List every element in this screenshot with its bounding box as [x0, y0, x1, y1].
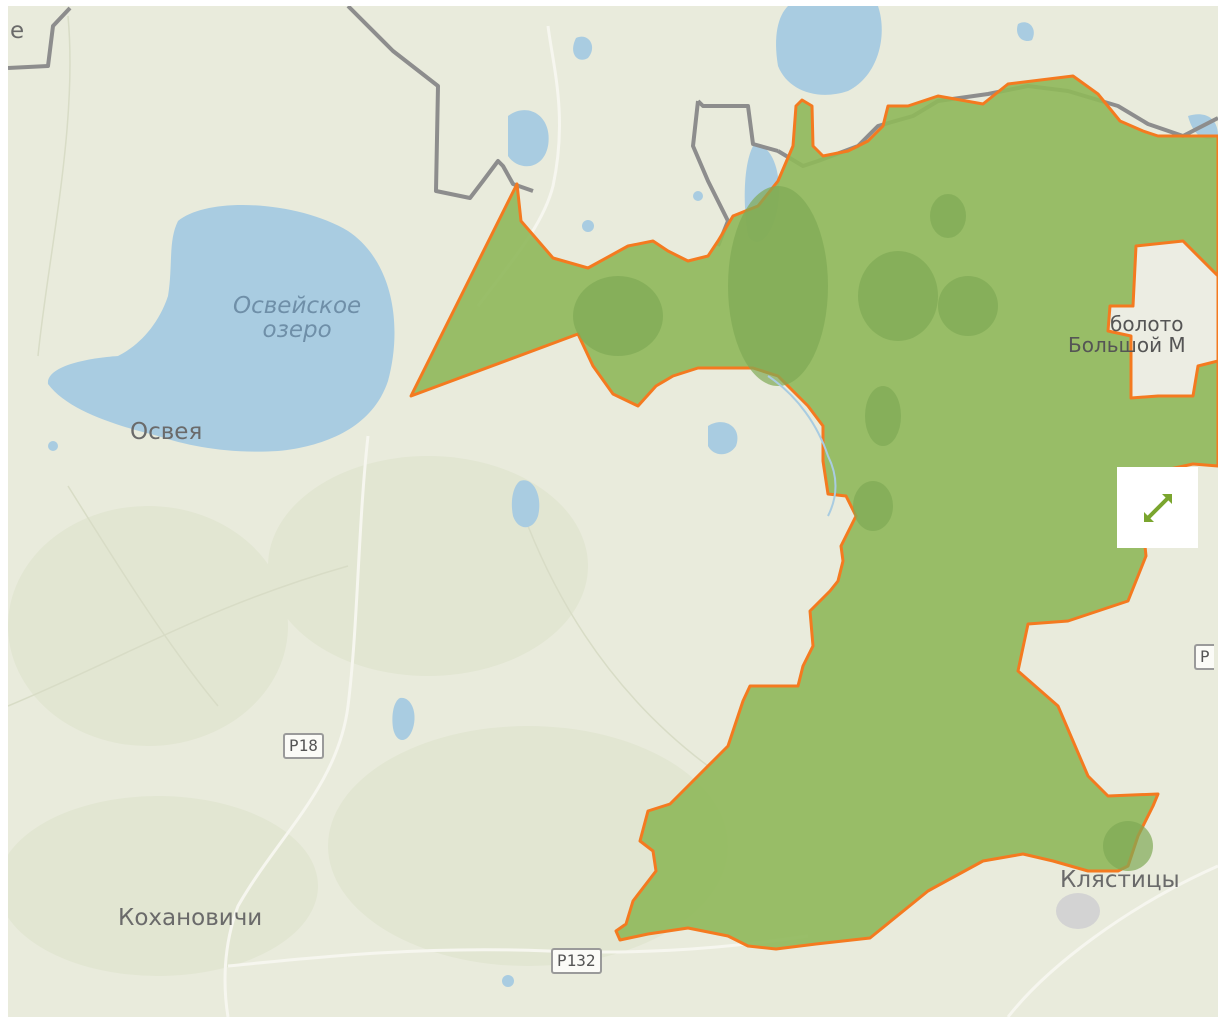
place-kokhanovichi: Кохановичи	[118, 905, 263, 931]
osveyskoe-lake	[47, 204, 395, 452]
forest-patches	[573, 186, 1153, 871]
lake-label-line-1: Освейское	[233, 293, 362, 319]
swamp-label: болото Большой М	[1068, 312, 1186, 356]
swamp-label-line-1: болото	[1110, 312, 1184, 336]
road-shield-partial: Р	[1194, 644, 1214, 670]
place-partial-left: e	[10, 18, 25, 44]
minor-roads	[223, 25, 1218, 1017]
lake-label-line-2: озеро	[262, 317, 332, 344]
river	[767, 375, 837, 517]
water-bodies	[47, 6, 1218, 987]
bog-enclave	[1106, 239, 1218, 400]
map-canvas[interactable]	[8, 6, 1218, 1017]
terrain-shading	[8, 456, 728, 976]
map-viewport[interactable]: Освейское озеро Освея Кохановичи Клястиц…	[8, 6, 1218, 1017]
road-shield-p18: Р18	[283, 733, 324, 759]
place-klyastitsy: Клястицы	[1060, 867, 1180, 893]
road-shield-p132: Р132	[551, 948, 602, 974]
town-area	[1056, 893, 1100, 929]
expand-map-button[interactable]	[1117, 467, 1198, 548]
tracks	[8, 15, 709, 767]
lake-label: Освейское озеро	[233, 294, 361, 342]
place-osveya: Освея	[130, 419, 203, 445]
state-border	[8, 6, 1218, 247]
expand-arrows-icon	[1143, 493, 1172, 522]
swamp-label-line-2: Большой М	[1068, 333, 1186, 357]
